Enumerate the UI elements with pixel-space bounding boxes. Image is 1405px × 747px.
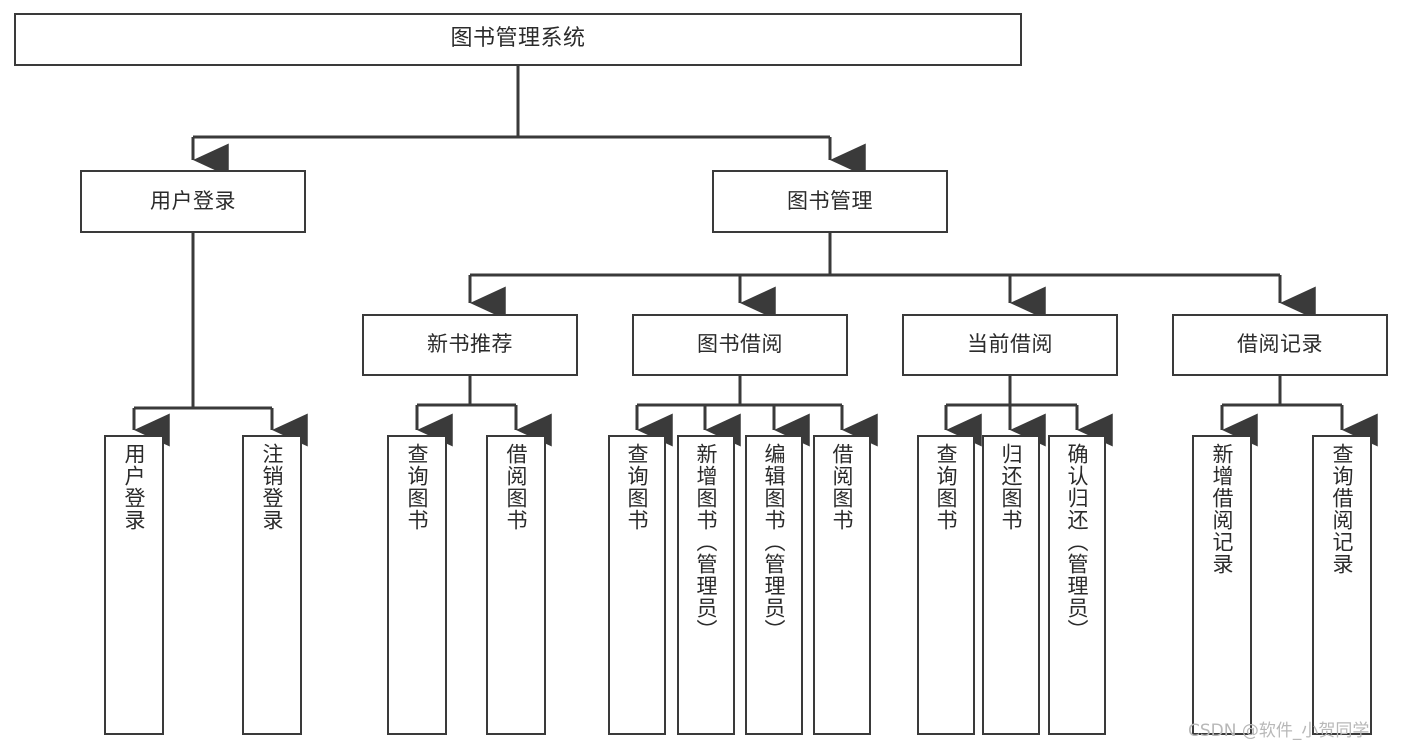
node-label: 图书管理: [787, 188, 873, 213]
leaf-borrow-book[interactable]: 借阅图书: [813, 435, 871, 735]
node-label: 图书借阅: [697, 332, 783, 357]
node-root-system[interactable]: 图书管理系统: [14, 13, 1022, 66]
node-label: 新增借阅记录: [1210, 443, 1235, 575]
node-label: 查询图书: [934, 443, 959, 531]
node-label: 编辑图书（管理员）: [762, 443, 787, 641]
node-label: 借阅图书: [504, 443, 529, 531]
node-label: 查询图书: [625, 443, 650, 531]
leaf-query-book-borrow[interactable]: 查询图书: [608, 435, 666, 735]
node-label: 当前借阅: [967, 332, 1053, 357]
node-label: 查询借阅记录: [1330, 443, 1355, 575]
node-label: 用户登录: [122, 443, 147, 531]
leaf-confirm-return-admin[interactable]: 确认归还（管理员）: [1048, 435, 1106, 735]
watermark: CSDN @软件_小贺同学: [1188, 721, 1370, 741]
node-label: 图书管理系统: [450, 26, 586, 52]
node-book-management[interactable]: 图书管理: [712, 170, 948, 233]
leaf-add-book-admin[interactable]: 新增图书（管理员）: [677, 435, 735, 735]
node-label: 确认归还（管理员）: [1065, 443, 1090, 641]
leaf-edit-book-admin[interactable]: 编辑图书（管理员）: [745, 435, 803, 735]
leaf-return-book[interactable]: 归还图书: [982, 435, 1040, 735]
node-book-borrow[interactable]: 图书借阅: [632, 314, 848, 376]
node-user-login[interactable]: 用户登录: [80, 170, 306, 233]
node-label: 注销登录: [260, 443, 285, 531]
node-label: 查询图书: [405, 443, 430, 531]
leaf-borrow-book-recommend[interactable]: 借阅图书: [486, 435, 546, 735]
leaf-add-borrow-record[interactable]: 新增借阅记录: [1192, 435, 1252, 735]
node-current-borrow[interactable]: 当前借阅: [902, 314, 1118, 376]
leaf-user-login[interactable]: 用户登录: [104, 435, 164, 735]
leaf-query-book-current[interactable]: 查询图书: [917, 435, 975, 735]
node-new-book-recommend[interactable]: 新书推荐: [362, 314, 578, 376]
node-borrow-record[interactable]: 借阅记录: [1172, 314, 1388, 376]
leaf-query-borrow-record[interactable]: 查询借阅记录: [1312, 435, 1372, 735]
leaf-query-book-recommend[interactable]: 查询图书: [387, 435, 447, 735]
leaf-logout-login[interactable]: 注销登录: [242, 435, 302, 735]
node-label: 归还图书: [999, 443, 1024, 531]
node-label: 用户登录: [150, 188, 236, 213]
node-label: 新书推荐: [427, 332, 513, 357]
node-label: 借阅记录: [1237, 332, 1323, 357]
node-label: 借阅图书: [830, 443, 855, 531]
node-label: 新增图书（管理员）: [694, 443, 719, 641]
